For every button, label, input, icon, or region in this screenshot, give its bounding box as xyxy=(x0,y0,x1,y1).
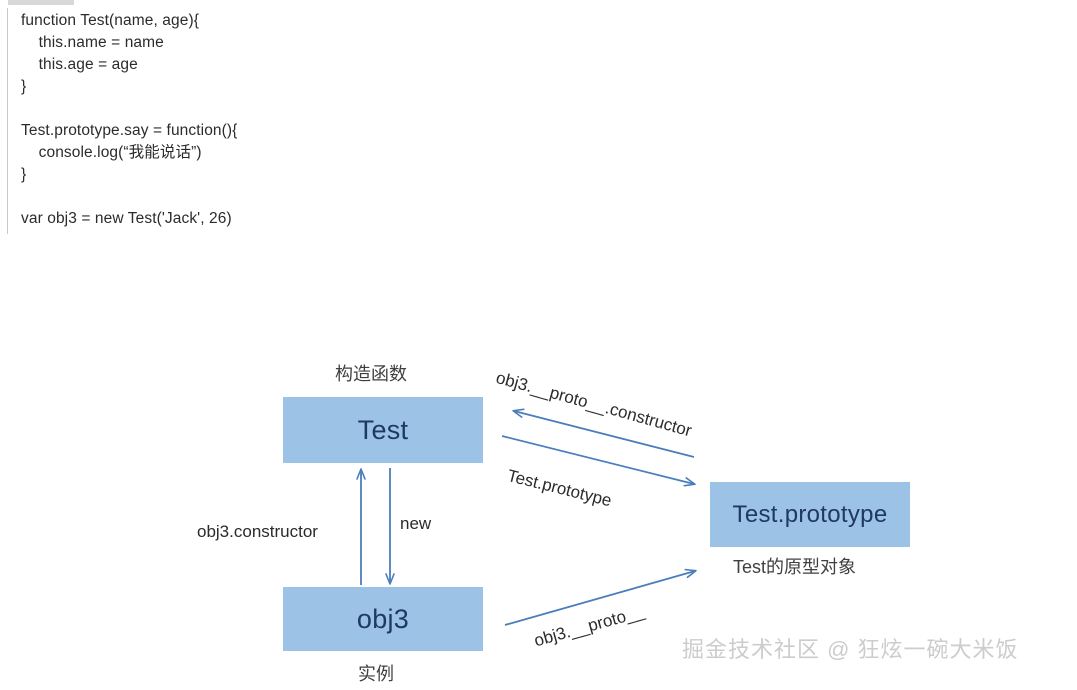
watermark: 掘金技术社区 @ 狂炫一碗大米饭 xyxy=(682,637,1019,662)
edge-label-obj3-proto: obj3.__proto__ xyxy=(532,601,647,651)
edge-label-test-prototype: Test.prototype xyxy=(505,466,614,511)
caption-constructor-function: 构造函数 xyxy=(335,364,407,384)
node-obj3: obj3 xyxy=(283,587,483,651)
node-test-prototype-label: Test.prototype xyxy=(732,500,888,528)
code-block: function Test(name, age){ this.name = na… xyxy=(0,6,560,238)
edge-label-obj3-constructor: obj3.constructor xyxy=(197,522,318,541)
top-chrome-bar xyxy=(8,0,74,5)
edge-label-new: new xyxy=(400,514,432,533)
node-test-prototype: Test.prototype xyxy=(710,482,910,547)
node-test-label: Test xyxy=(357,414,409,445)
caption-prototype-object: Test的原型对象 xyxy=(733,557,857,577)
code-line-blank xyxy=(21,186,541,208)
code-gutter-rule xyxy=(7,8,8,234)
node-test: Test xyxy=(283,397,483,463)
code-line-blank xyxy=(21,98,541,120)
caption-instance: 实例 xyxy=(358,664,394,684)
code-line: this.age = age xyxy=(21,56,138,73)
code-line: this.name = name xyxy=(21,34,164,51)
node-obj3-label: obj3 xyxy=(356,603,410,634)
code-line: console.log(“我能说话”) xyxy=(21,144,202,161)
code-line: } xyxy=(21,78,27,95)
code-line: Test.prototype.say = function(){ xyxy=(21,122,238,139)
code-lines: function Test(name, age){ this.name = na… xyxy=(21,10,541,230)
edge-label-proto-constructor: obj3.__proto__.constructor xyxy=(493,368,694,441)
code-line: function Test(name, age){ xyxy=(21,12,199,29)
code-line: var obj3 = new Test('Jack', 26) xyxy=(21,210,232,227)
code-line: } xyxy=(21,166,27,183)
